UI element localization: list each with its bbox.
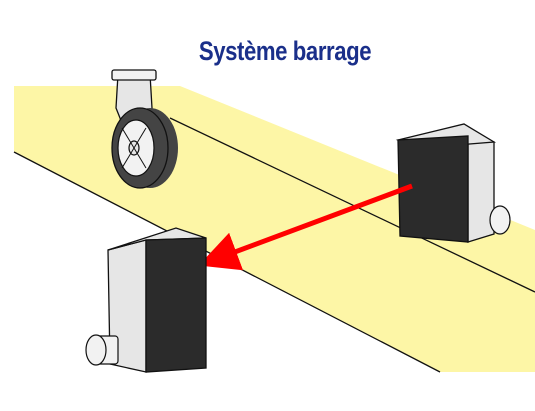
light-beam bbox=[198, 183, 413, 271]
receiver-connector bbox=[85, 334, 107, 366]
receiver-unit bbox=[85, 227, 207, 373]
emitter-front-face bbox=[397, 135, 469, 243]
diagram-title: Système barrage bbox=[198, 36, 372, 66]
conveyor-edge-top bbox=[169, 117, 535, 293]
wheel-spoke bbox=[121, 127, 147, 169]
emitter-unit bbox=[395, 123, 511, 243]
receiver-front-face bbox=[145, 237, 207, 373]
emitter-connector bbox=[489, 205, 511, 235]
emitter-side-face bbox=[467, 135, 495, 243]
caster-wheel bbox=[111, 69, 178, 189]
caster-top-plate bbox=[111, 69, 157, 81]
